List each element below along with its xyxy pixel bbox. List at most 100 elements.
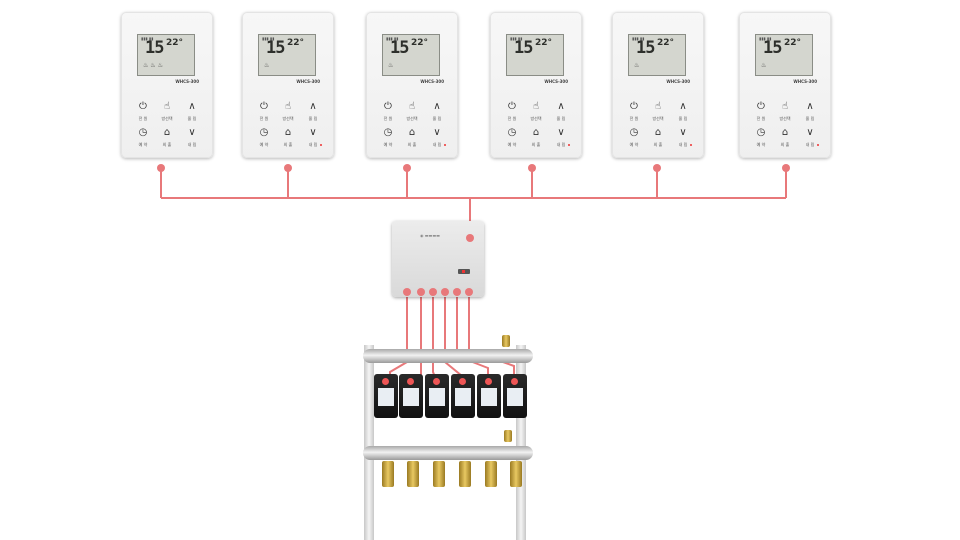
clock-icon[interactable]: ◷ [756,127,766,138]
model-label: WHCS-300 [666,79,690,84]
clock-icon[interactable]: ◷ [259,127,269,138]
down-icon[interactable]: ∨ [188,127,196,138]
home-icon[interactable]: ⌂ [408,127,416,138]
model-label: WHCS-300 [296,79,320,84]
clock-icon[interactable]: ◷ [383,127,393,138]
outlet-fitting-1 [382,461,394,487]
mode-icon[interactable]: ☝ [408,101,416,112]
manifold-bracket-left [364,345,374,540]
power-icon[interactable]: ⏻ [508,101,516,112]
terminal-dot [453,288,461,296]
actuator-6 [503,374,527,418]
indicator-led [568,144,570,146]
connector-dot [653,164,661,172]
thermostat-4: ▮▮▮ ▮▮ 15 22° WHCS-300 ⏻ 전 원 ☝ 방선택 ∧ 올 림… [490,12,582,158]
status-icons: ♨ [264,62,270,69]
clock-icon[interactable]: ◷ [138,127,148,138]
home-icon[interactable]: ⌂ [163,127,171,138]
home-icon[interactable]: ⌂ [654,127,662,138]
terminal-dot [417,288,425,296]
wire-zone-1 [389,293,408,384]
up-icon[interactable]: ∧ [433,101,441,112]
down-icon[interactable]: ∨ [557,127,565,138]
outlet-fitting-2 [407,461,419,487]
drain-valve [504,430,512,442]
power-icon[interactable]: ⏻ [384,101,392,112]
lcd-screen: ▮▮▮ ▮▮ 15 22° ♨ ♨ ♨ [137,34,195,76]
status-icons: ♨ ♨ ♨ [143,62,163,69]
lcd-screen: ▮▮▮ ▮▮ 15 22° ♨ [382,34,440,76]
connector-dot [782,164,790,172]
model-label: WHCS-300 [544,79,568,84]
set-temp: 22° [535,38,553,48]
status-icons: ♨ [634,62,640,69]
home-icon[interactable]: ⌂ [284,127,292,138]
current-temp: 15 [145,38,165,58]
down-icon[interactable]: ∨ [433,127,441,138]
set-temp: 22° [784,38,802,48]
actuator-4 [451,374,475,418]
down-icon[interactable]: ∨ [679,127,687,138]
down-icon[interactable]: ∨ [309,127,317,138]
thermostat-6: ▮▮▮ ▮▮ 15 22° ♨ WHCS-300 ⏻ 전 원 ☝ 방선택 ∧ 올… [739,12,831,158]
up-icon[interactable]: ∧ [806,101,814,112]
actuator-5 [477,374,501,418]
indicator-led [320,144,322,146]
thermostat-5: ▮▮▮ ▮▮ 15 22° ♨ WHCS-300 ⏻ 전 원 ☝ 방선택 ∧ 올… [612,12,704,158]
actuator-3 [425,374,449,418]
controller-logo: ◉ ▬▬▬▬ [420,233,440,238]
power-icon[interactable]: ⏻ [260,101,268,112]
connector-dot [157,164,165,172]
wire-zone-4 [444,293,463,384]
power-icon[interactable]: ⏻ [139,101,147,112]
terminal-dot [403,288,411,296]
model-label: WHCS-300 [793,79,817,84]
connector-dot [284,164,292,172]
set-temp: 22° [657,38,675,48]
return-pipe [363,446,533,460]
connector-dot [403,164,411,172]
down-icon[interactable]: ∨ [806,127,814,138]
mode-icon[interactable]: ☝ [532,101,540,112]
terminal-dot [441,288,449,296]
supply-pipe [363,349,533,363]
thermostat-2: ▮▮▮ ▮▮ 15 22° ♨ WHCS-300 ⏻ 전 원 ☝ 방선택 ∧ 올… [242,12,334,158]
mode-icon[interactable]: ☝ [284,101,292,112]
terminal-dot [429,288,437,296]
actuator-2 [399,374,423,418]
set-temp: 22° [411,38,429,48]
current-temp: 15 [636,38,656,58]
thermostat-3: ▮▮▮ ▮▮ 15 22° ♨ WHCS-300 ⏻ 전 원 ☝ 방선택 ∧ 올… [366,12,458,158]
central-controller: ◉ ▬▬▬▬ [392,221,484,297]
clock-icon[interactable]: ◷ [629,127,639,138]
model-label: WHCS-300 [420,79,444,84]
outlet-fitting-4 [459,461,471,487]
model-label: WHCS-300 [175,79,199,84]
indicator-led [444,144,446,146]
lcd-screen: ▮▮▮ ▮▮ 15 22° [506,34,564,76]
lcd-screen: ▮▮▮ ▮▮ 15 22° ♨ [258,34,316,76]
wire-zone-5 [456,293,489,384]
clock-icon[interactable]: ◷ [507,127,517,138]
status-icons: ♨ [761,62,767,69]
mode-icon[interactable]: ☝ [781,101,789,112]
mode-icon[interactable]: ☝ [654,101,662,112]
mode-icon[interactable]: ☝ [163,101,171,112]
air-vent-valve [502,335,510,347]
set-temp: 22° [287,38,305,48]
current-temp: 15 [763,38,783,58]
power-icon[interactable]: ⏻ [757,101,765,112]
indicator-led [690,144,692,146]
power-icon[interactable]: ⏻ [630,101,638,112]
current-temp: 15 [266,38,286,58]
current-temp: 15 [514,38,534,58]
outlet-fitting-6 [510,461,522,487]
home-icon[interactable]: ⌂ [532,127,540,138]
up-icon[interactable]: ∧ [679,101,687,112]
lcd-screen: ▮▮▮ ▮▮ 15 22° ♨ [628,34,686,76]
up-icon[interactable]: ∧ [309,101,317,112]
outlet-fitting-5 [485,461,497,487]
up-icon[interactable]: ∧ [188,101,196,112]
up-icon[interactable]: ∧ [557,101,565,112]
home-icon[interactable]: ⌂ [781,127,789,138]
